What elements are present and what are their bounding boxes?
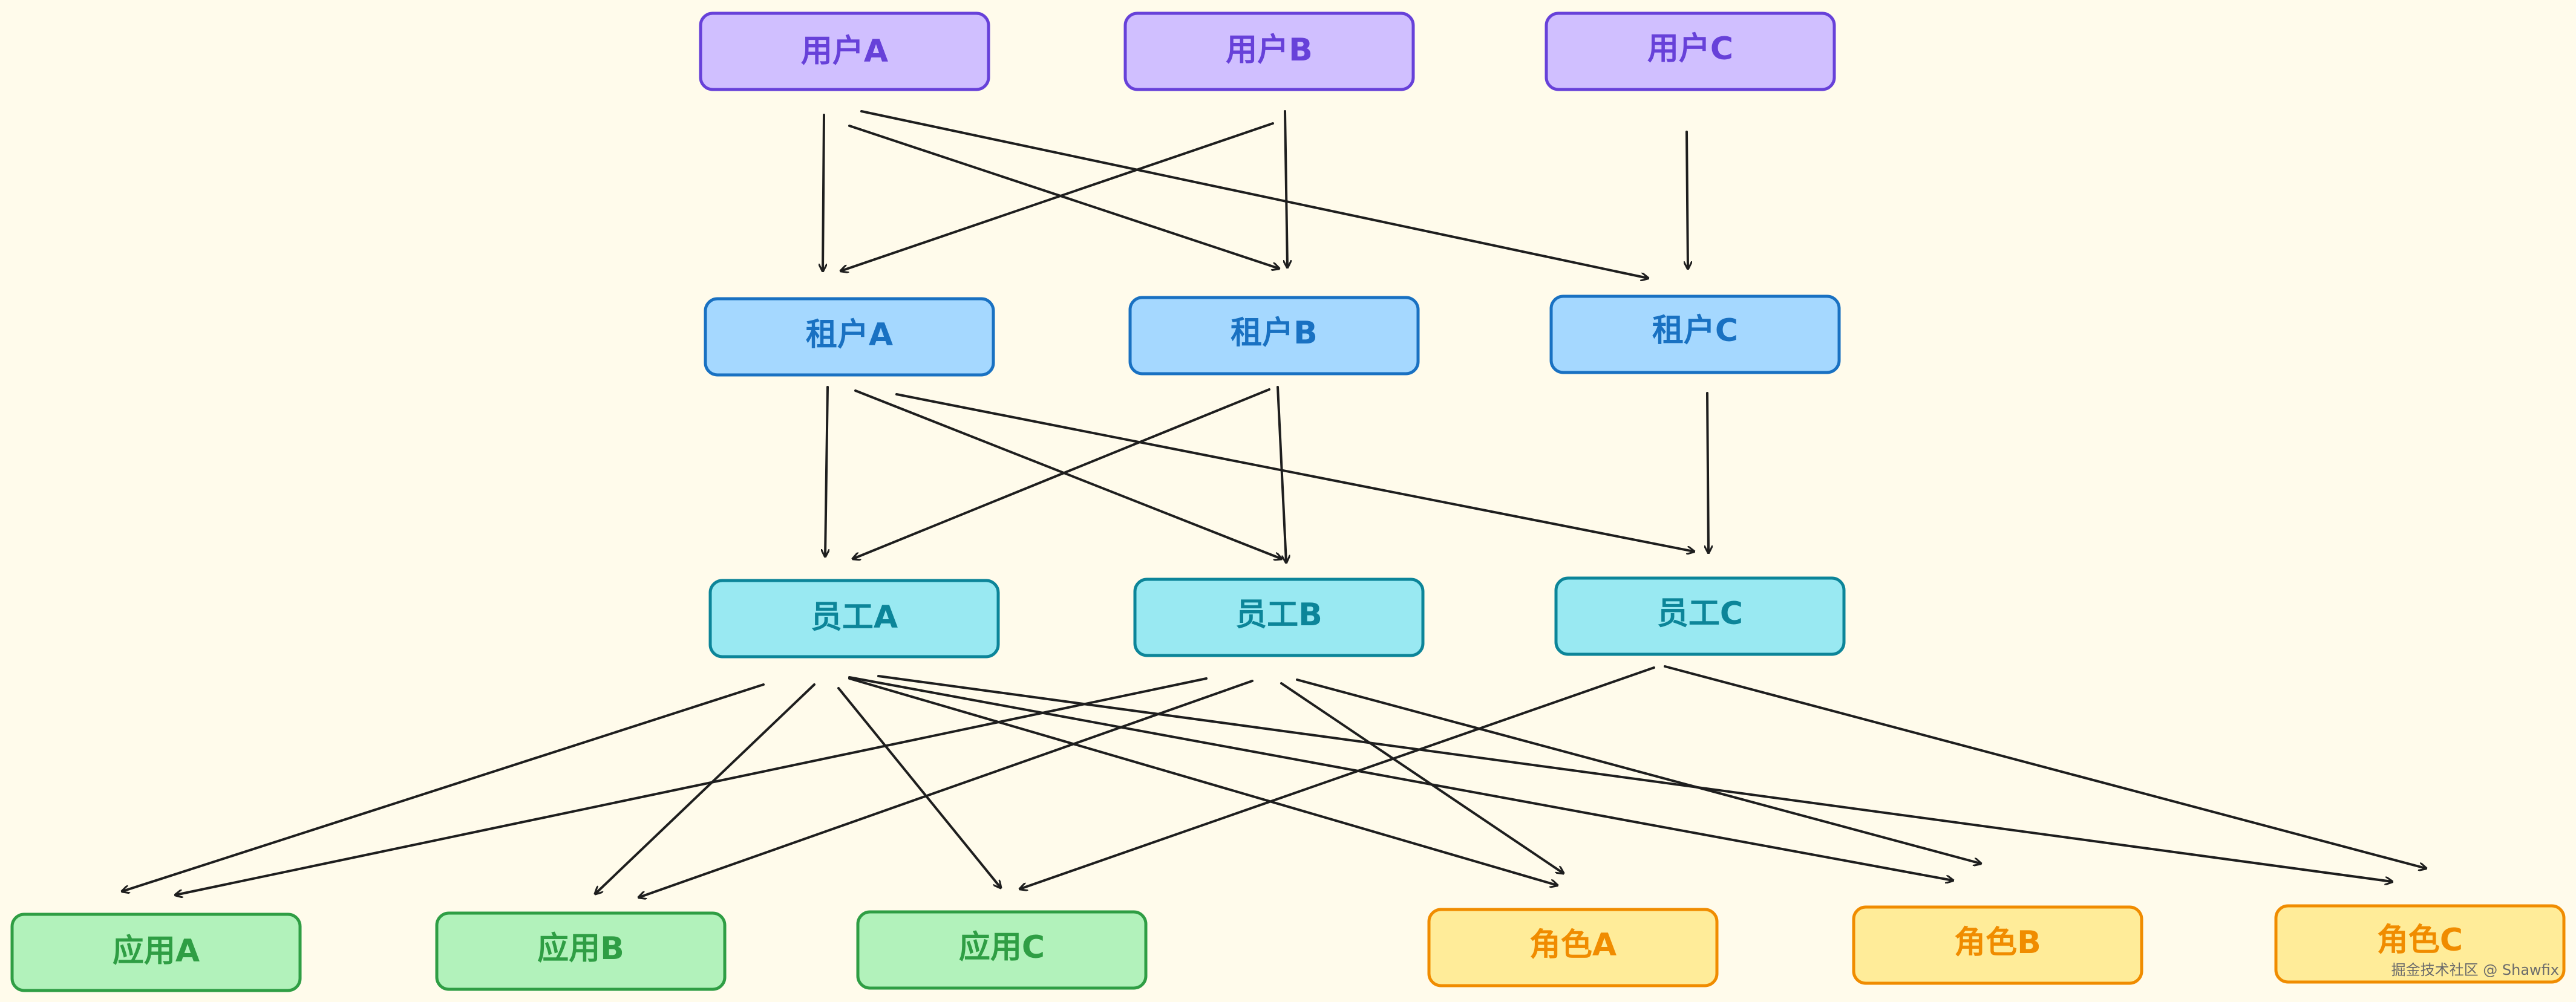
arrow-tenant-a-to-staff-c <box>895 393 1694 551</box>
node-staff-b[interactable]: 员工B <box>1133 577 1425 657</box>
node-role-a-label: 角色A <box>1529 927 1617 963</box>
arrow-staff-b-to-role-b <box>1296 678 1981 864</box>
node-user-b[interactable]: 用户B <box>1123 11 1415 91</box>
arrow-staff-a-to-role-b <box>848 676 1953 880</box>
node-app-c-label: 应用C <box>959 929 1045 966</box>
arrow-staff-a-to-role-a <box>848 677 1557 885</box>
node-app-c[interactable]: 应用C <box>856 910 1148 990</box>
arrow-user-c-to-tenant-c <box>1687 131 1688 268</box>
node-tenant-a[interactable]: 租户A <box>704 297 995 377</box>
node-app-b[interactable]: 应用B <box>435 911 727 991</box>
node-staff-a-label: 员工A <box>811 599 898 636</box>
node-tenant-c[interactable]: 租户C <box>1549 294 1841 374</box>
node-role-c-label: 角色C <box>2377 922 2463 958</box>
node-user-c[interactable]: 用户C <box>1545 11 1836 91</box>
arrow-user-a-to-tenant-a <box>823 114 824 271</box>
arrow-staff-b-to-app-a <box>175 677 1208 895</box>
node-role-b[interactable]: 角色B <box>1852 905 2143 985</box>
arrow-staff-a-to-role-c <box>877 675 2392 882</box>
arrow-user-b-to-tenant-b <box>1285 110 1287 267</box>
node-staff-c-label: 员工C <box>1657 596 1743 632</box>
node-user-a-label: 用户A <box>801 33 888 70</box>
node-app-a[interactable]: 应用A <box>10 913 302 992</box>
node-staff-c[interactable]: 员工C <box>1554 576 1846 656</box>
watermark: 掘金技术社区 @ Shawfix <box>2391 961 2559 978</box>
arrow-staff-b-to-app-b <box>639 680 1254 897</box>
arrow-staff-c-to-app-c <box>1020 666 1655 889</box>
node-user-a[interactable]: 用户A <box>699 11 990 91</box>
node-tenant-c-label: 租户C <box>1652 313 1738 349</box>
arrow-staff-b-to-role-a <box>1280 682 1563 873</box>
node-role-c[interactable]: 角色C <box>2274 904 2566 984</box>
arrow-tenant-b-to-staff-a <box>853 388 1270 559</box>
node-user-c-label: 用户C <box>1647 31 1733 67</box>
arrow-user-a-to-tenant-b <box>848 125 1279 268</box>
arrow-staff-c-to-role-c <box>1664 665 2426 868</box>
node-role-a[interactable]: 角色A <box>1427 908 1719 987</box>
node-staff-a[interactable]: 员工A <box>708 579 1000 659</box>
node-tenant-b-label: 租户B <box>1231 315 1318 351</box>
arrow-staff-a-to-app-c <box>837 687 1001 888</box>
arrow-tenant-a-to-staff-b <box>854 389 1281 559</box>
arrow-tenant-a-to-staff-a <box>825 386 828 556</box>
node-tenant-b[interactable]: 租户B <box>1128 296 1420 376</box>
node-user-b-label: 用户B <box>1226 32 1313 68</box>
node-tenant-a-label: 租户A <box>806 317 893 353</box>
node-staff-b-label: 员工B <box>1235 597 1322 633</box>
arrow-staff-a-to-app-a <box>122 683 765 891</box>
edges-layer <box>122 110 2426 897</box>
node-app-a-label: 应用A <box>113 933 200 969</box>
arrow-tenant-b-to-staff-b <box>1277 386 1286 562</box>
arrow-tenant-c-to-staff-c <box>1707 392 1708 553</box>
arrow-user-a-to-tenant-c <box>860 110 1648 278</box>
node-app-b-label: 应用B <box>537 931 624 967</box>
node-role-b-label: 角色B <box>1954 925 2041 961</box>
arrow-staff-a-to-app-b <box>595 683 816 894</box>
arrow-user-b-to-tenant-a <box>841 122 1274 271</box>
